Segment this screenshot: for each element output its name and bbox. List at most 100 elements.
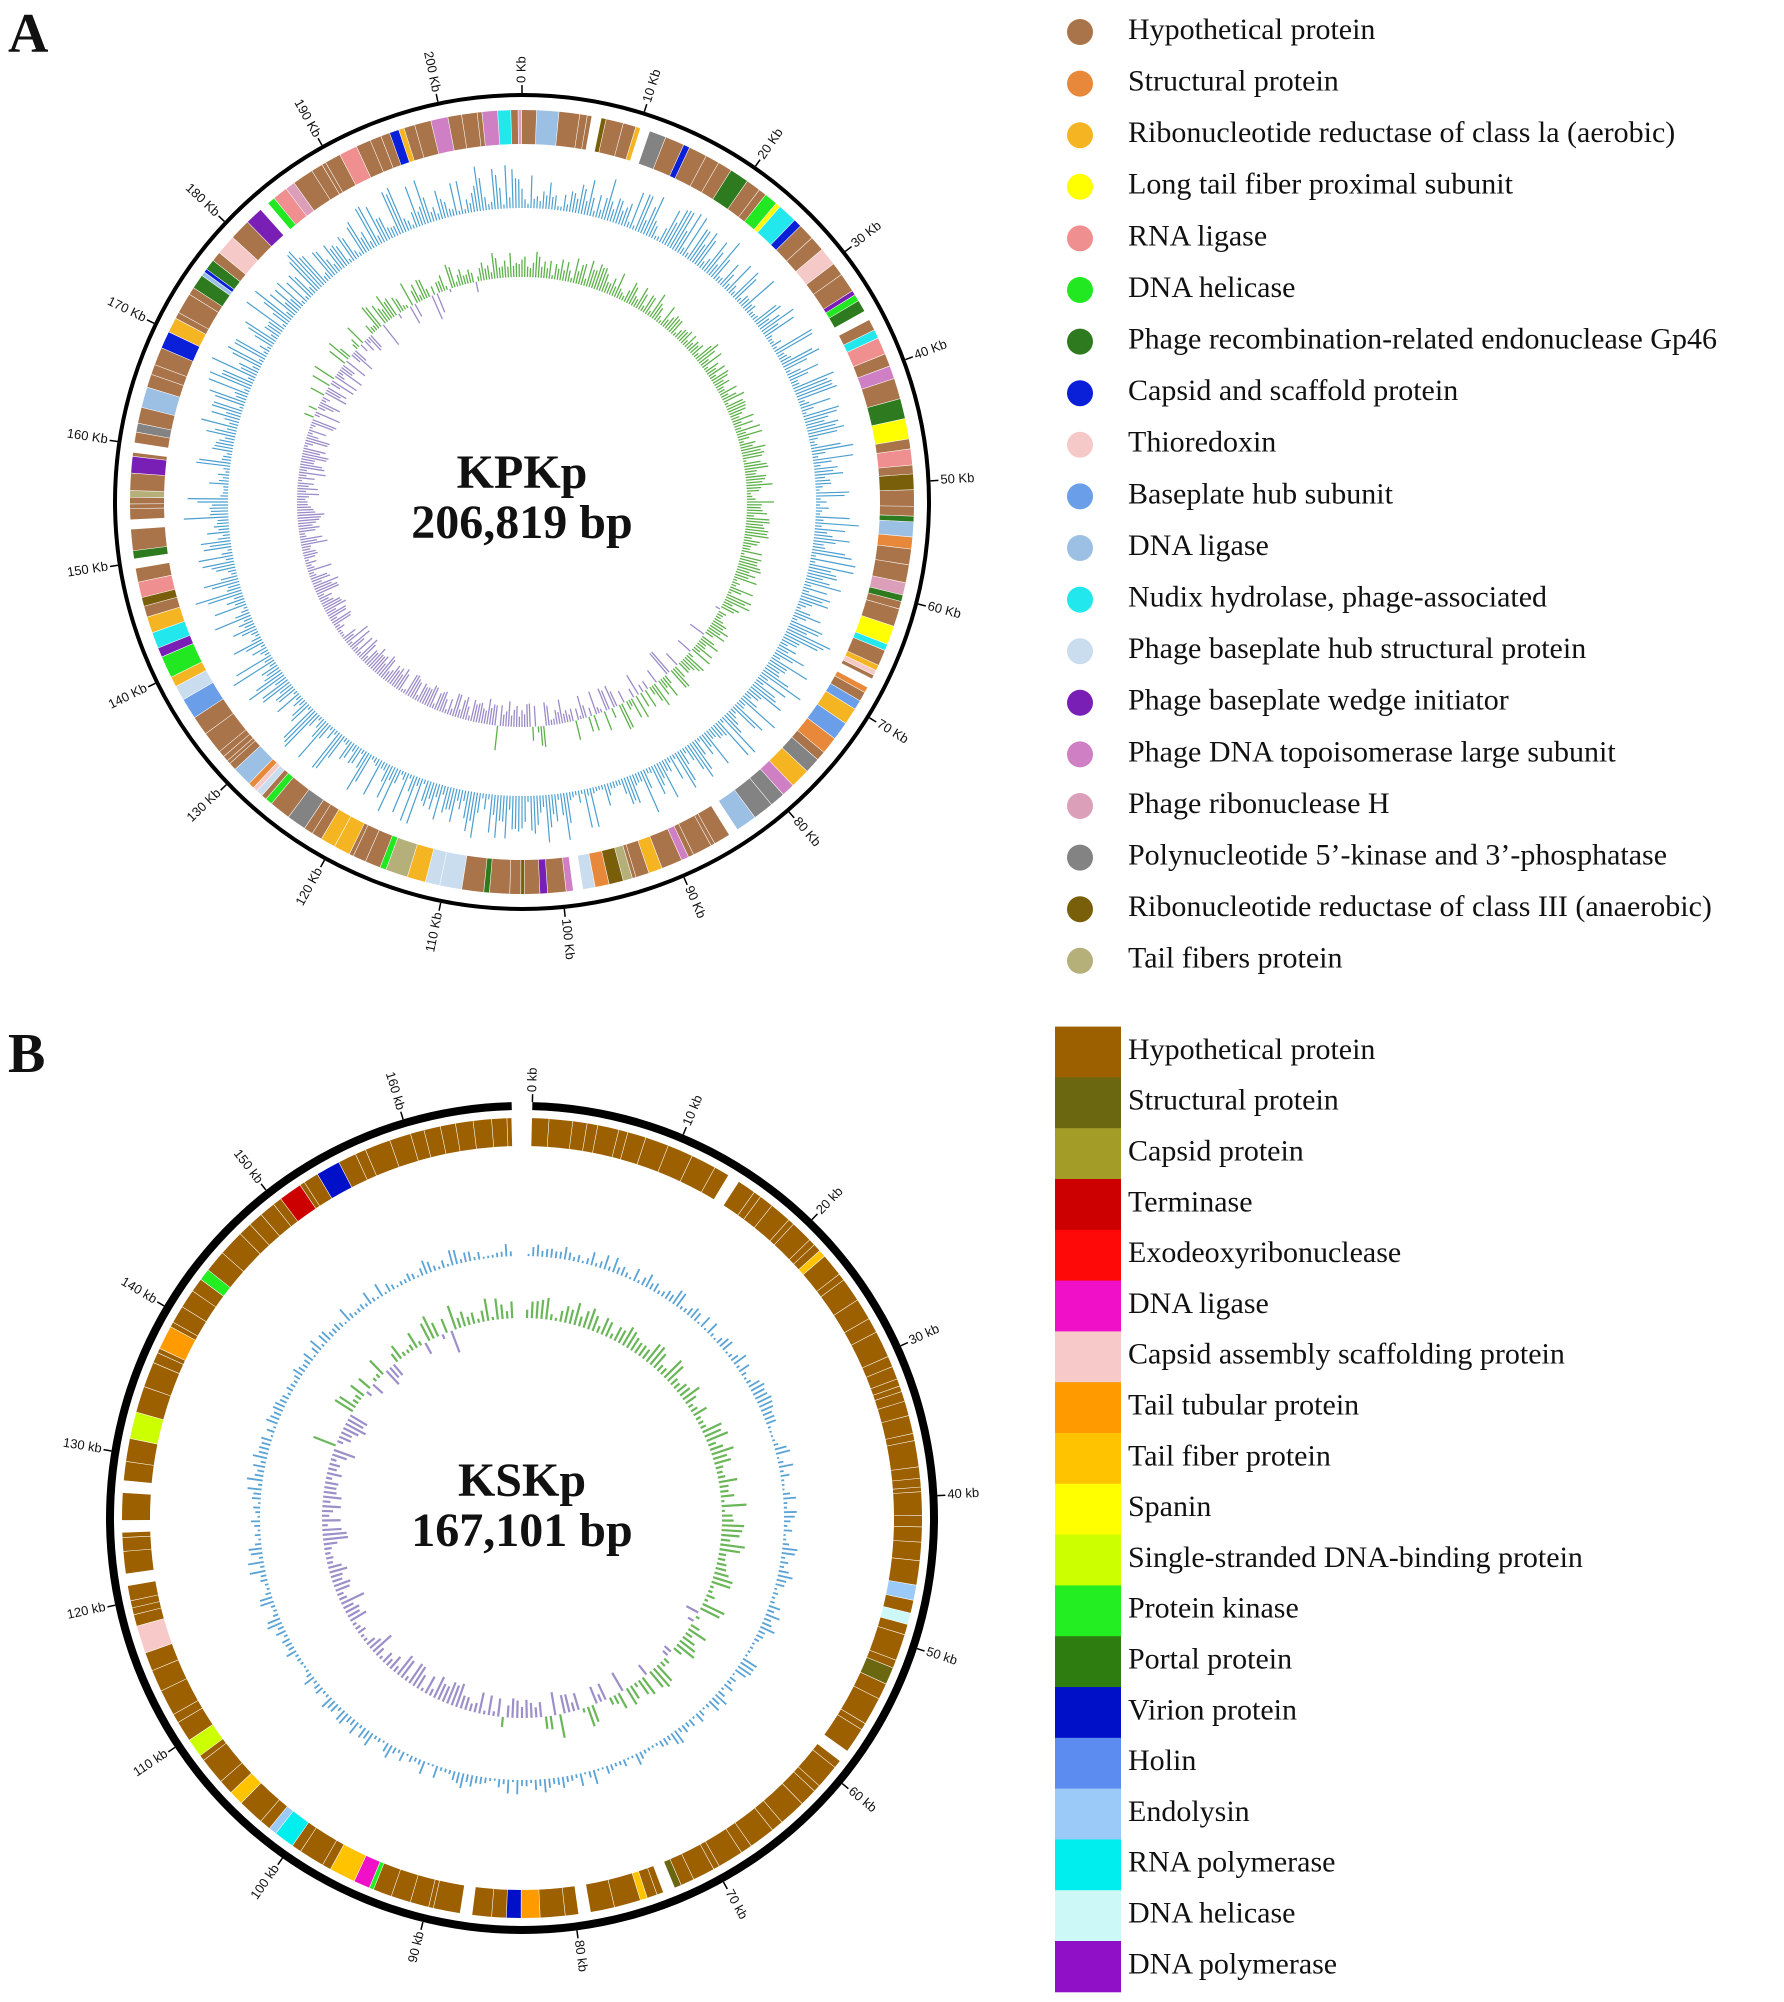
gc-skew-bar [746,483,773,487]
gc-skew-bar [695,1415,702,1421]
scale-tick [754,159,761,167]
gene-block [734,778,772,818]
gc-skew-bar [564,1694,571,1713]
scale-tick-label: 90 Kb [682,883,709,920]
gc-skew-bar [564,710,569,723]
gc-skew-bar [721,1524,745,1528]
gc-skew-bar [630,698,643,718]
gene-block [726,1823,751,1853]
gc-skew-bar [385,1370,400,1386]
gc-skew-bar [726,593,752,606]
gc-skew-bar [459,1311,467,1327]
gc-content-bar [477,792,482,813]
gc-content-bar [296,1657,302,1662]
gc-skew-bar [734,427,742,431]
gene-block [847,338,885,367]
gc-skew-bar [468,1703,473,1712]
gene-block [562,856,574,892]
gc-content-bar [234,391,248,398]
gc-content-bar [590,1251,596,1266]
gc-skew-bar [640,305,645,312]
gc-skew-bar [617,690,625,703]
gc-skew-bar [297,515,321,519]
gc-content-bar [815,494,845,497]
gc-content-bar [583,200,588,215]
legend-swatch [1055,1534,1121,1586]
gc-skew-bar [441,1334,446,1340]
legend-swatch [1067,483,1093,510]
gc-skew-bar [644,689,657,707]
gc-skew-bar [369,1359,384,1375]
gc-content-bar [594,1262,598,1267]
gene-block [796,249,834,285]
gc-content-bar [658,228,668,243]
gene-block [872,559,909,583]
legend-swatch [1055,1483,1121,1536]
gc-skew-bar [441,1685,451,1703]
gc-skew-bar [633,298,639,308]
legend-item: Hypothetical protein [1067,13,1375,46]
gc-skew-bar [431,703,435,709]
gene-block [875,1391,905,1410]
gc-skew-bar [395,669,410,690]
gc-skew-bar [393,1665,400,1673]
gc-content-bar [723,1683,733,1692]
gene-block [204,269,234,292]
gc-content-bar [629,775,641,803]
gc-skew-bar [384,298,397,316]
gc-skew-bar [480,1310,485,1322]
gene-block [870,1379,900,1396]
gc-content-bar [285,1642,293,1648]
gc-skew-bar [712,373,728,384]
gc-content-bar [662,1737,669,1746]
gc-content-bar [245,321,277,342]
gc-skew-bar [672,668,690,687]
gc-skew-bar [633,1682,639,1688]
gc-content-bar [750,1382,765,1392]
gene-block [407,844,434,882]
gc-skew-bar [392,1363,404,1376]
gc-content-bar [248,1547,262,1551]
gc-skew-bar [556,268,560,280]
gc-content-bar [384,1744,393,1758]
gc-skew-bar [722,603,740,614]
gene-block [173,1700,203,1723]
gc-content-bar [469,792,479,838]
gene-block [843,330,878,353]
gc-content-bar [617,779,621,786]
gc-content-bar [264,657,273,663]
gc-content-bar [631,774,638,786]
gc-content-bar [313,1680,318,1684]
gc-skew-bar [744,536,752,540]
scale-tick [156,1301,165,1307]
gc-content-bar [612,781,616,789]
gc-content-bar [243,606,248,609]
gc-skew-bar [635,287,649,309]
gene-block [261,1800,287,1829]
gc-content-bar [374,758,380,767]
gc-skew-bar [706,1594,716,1600]
gc-skew-bar [663,1657,670,1664]
gc-skew-bar [740,444,753,449]
gc-skew-bar [306,434,319,440]
gc-skew-bar [744,462,767,468]
gc-content-bar [404,186,421,227]
gc-content-bar [603,784,612,806]
gc-content-bar [612,198,622,223]
gc-content-bar [258,359,264,363]
gc-skew-bar [709,374,717,380]
gc-skew-bar [366,652,379,666]
gene-block [386,837,418,877]
gc-skew-bar [653,683,670,706]
gc-content-bar [717,277,723,284]
gc-content-bar [275,686,294,701]
gc-skew-bar [722,392,737,401]
gc-content-bar [249,674,285,701]
gc-skew-bar [712,1576,733,1585]
gc-content-bar [439,198,447,219]
gc-skew-bar [429,687,440,708]
gc-content-bar [327,1700,336,1709]
gc-content-bar [599,1261,603,1269]
gc-content-bar [691,741,713,770]
gc-skew-bar [709,1585,714,1589]
